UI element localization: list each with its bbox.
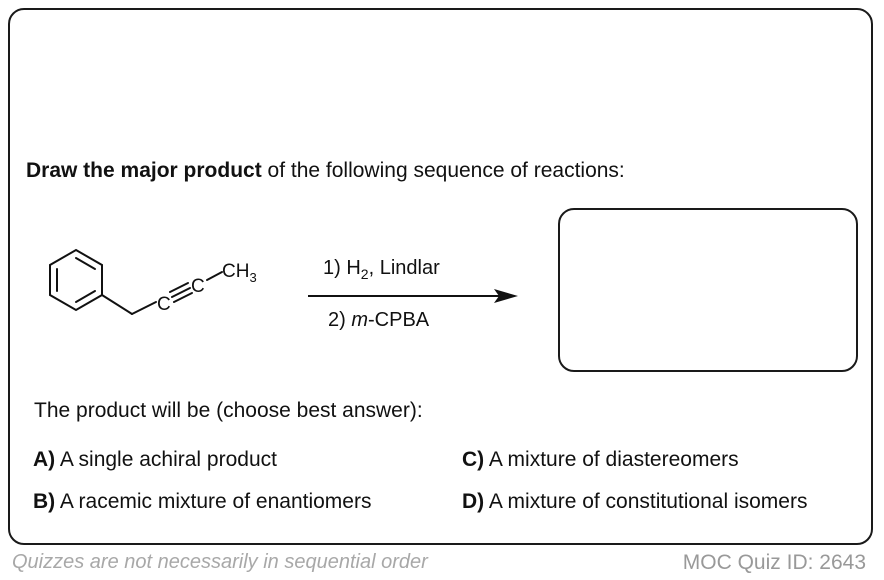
starting-material-structure: C C CH3 (49, 248, 257, 315)
step2-suffix: -CPBA (368, 309, 430, 331)
option-d[interactable]: D) A mixture of constitutional isomers (462, 490, 807, 514)
methyl-subscript: 3 (249, 270, 256, 285)
alkyne-carbon-1: C (157, 294, 171, 315)
question-rest: of the following sequence of reactions: (261, 159, 625, 182)
step1-suffix: , Lindlar (368, 257, 440, 279)
option-b-text: A racemic mixture of enantiomers (55, 490, 372, 513)
option-c-text: A mixture of diastereomers (484, 448, 739, 471)
reagent-step-1: 1) H2, Lindlar (323, 257, 440, 282)
quiz-card (8, 8, 873, 545)
step1-subscript: 2 (360, 266, 369, 282)
question-bold: Draw the major product (26, 159, 262, 182)
step1-prefix: 1) H (323, 257, 361, 279)
product-answer-box[interactable] (558, 208, 858, 372)
option-a[interactable]: A) A single achiral product (33, 448, 277, 472)
option-d-text: A mixture of constitutional isomers (484, 490, 808, 513)
reaction-arrow (308, 289, 518, 303)
option-d-letter: D) (462, 490, 485, 513)
alkyne-carbon-2: C (191, 276, 205, 297)
option-a-letter: A) (33, 448, 56, 471)
footer-disclaimer: Quizzes are not necessarily in sequentia… (12, 551, 428, 573)
option-a-text: A single achiral product (55, 448, 277, 471)
methyl-ch: CH (222, 261, 249, 282)
benzene-ring (49, 248, 103, 312)
reagent-step-2: 2) m-CPBA (328, 309, 429, 332)
step2-prefix: 2) (328, 309, 352, 331)
step2-italic: m (351, 309, 369, 331)
option-b-letter: B) (33, 490, 56, 513)
option-b[interactable]: B) A racemic mixture of enantiomers (33, 490, 371, 514)
methyl-label: CH3 (222, 261, 257, 285)
option-c-letter: C) (462, 448, 485, 471)
choice-prompt: The product will be (choose best answer)… (34, 399, 423, 422)
option-c[interactable]: C) A mixture of diastereomers (462, 448, 739, 472)
question-text: Draw the major product of the following … (26, 159, 625, 183)
quiz-id: MOC Quiz ID: 2643 (682, 551, 866, 574)
